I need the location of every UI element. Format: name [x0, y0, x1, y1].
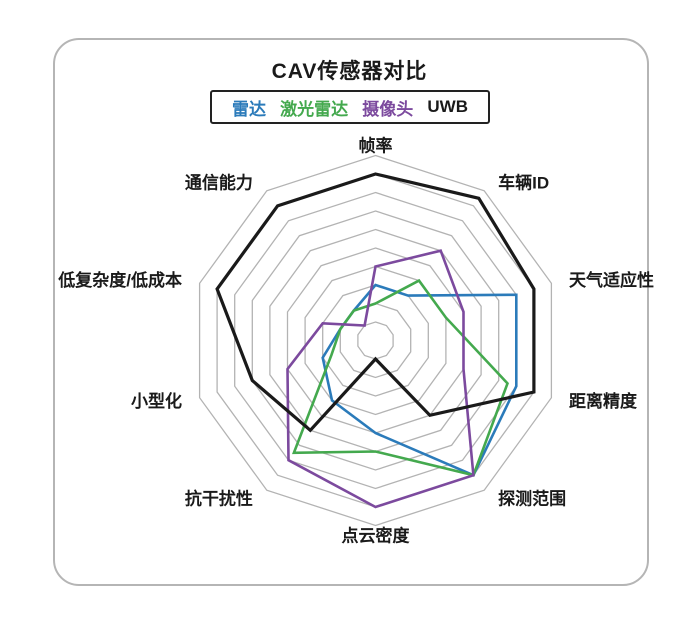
grid-ring [357, 321, 394, 360]
series-lidar [291, 278, 509, 477]
series-uwb [215, 172, 536, 433]
grid-ring [322, 284, 429, 397]
axis-label: 探测范围 [498, 488, 566, 508]
axis-label: 抗干扰性 [185, 488, 253, 508]
axis-label: 小型化 [131, 391, 182, 411]
grid-ring [198, 154, 553, 527]
axis-label: 天气适应性 [569, 270, 654, 290]
axis-label: 低复杂度/低成本 [57, 270, 182, 290]
legend-item-radar: 雷达 [232, 99, 266, 119]
legend-item-lidar: 激光雷达 [280, 99, 349, 119]
axis-label: 帧率 [359, 136, 393, 156]
grid-ring [286, 247, 465, 434]
grid-ring [269, 228, 482, 453]
chart-title: CAV传感器对比 [271, 60, 428, 83]
axis-label: 通信能力 [185, 173, 253, 193]
legend: 雷达激光雷达摄像头 UWB [210, 90, 490, 124]
grid-ring [251, 210, 500, 471]
axis-label: 车辆ID [498, 173, 549, 193]
legend-item-camera: 摄像头 [362, 99, 414, 119]
grid-ring [234, 191, 517, 490]
series-camera [286, 249, 475, 509]
axis-label: 距离精度 [569, 391, 638, 411]
legend-item-uwb: UWB [427, 97, 468, 116]
axis-label: 点云密度 [342, 526, 411, 546]
